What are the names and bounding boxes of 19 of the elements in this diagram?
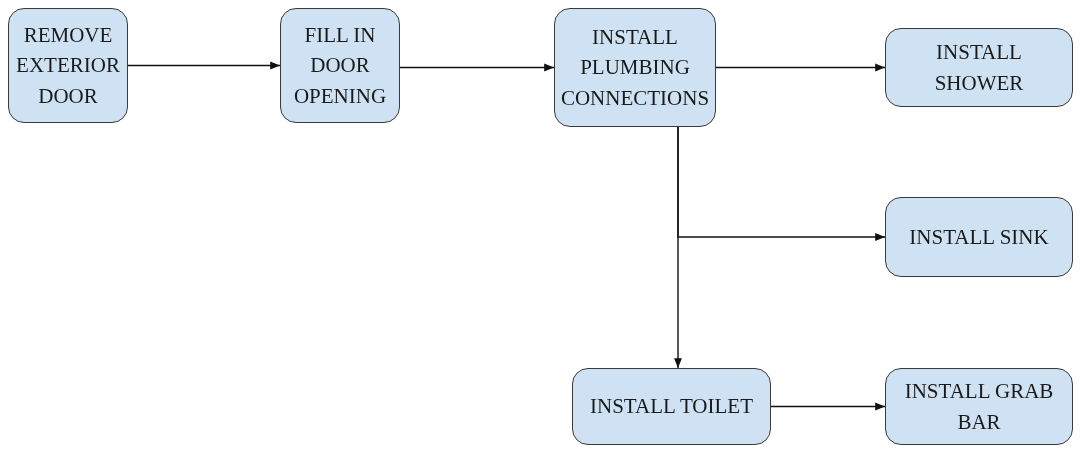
process-box [885, 368, 1073, 445]
process-box [885, 28, 1073, 107]
step-label: FILL IN DOOR OPENING [292, 21, 388, 110]
arrow [770, 402, 886, 411]
step-label: INSTALL SINK [909, 223, 1049, 251]
arrow [674, 126, 682, 369]
process-box [280, 8, 400, 123]
arrow [127, 61, 281, 70]
step-label: INSTALL TOILET [590, 393, 753, 421]
arrow [715, 63, 886, 72]
process-box [885, 197, 1073, 277]
step-label: REMOVE EXTERIOR DOOR [16, 21, 120, 110]
process-box [8, 8, 128, 123]
process-box [572, 368, 771, 445]
step-label: INSTALL SHOWER [933, 39, 1025, 97]
step-label: INSTALL GRAB BAR [903, 378, 1055, 436]
arrow [399, 63, 555, 72]
process-box [554, 8, 716, 127]
step-label: INSTALL PLUMBING CONNECTIONS [560, 23, 710, 112]
